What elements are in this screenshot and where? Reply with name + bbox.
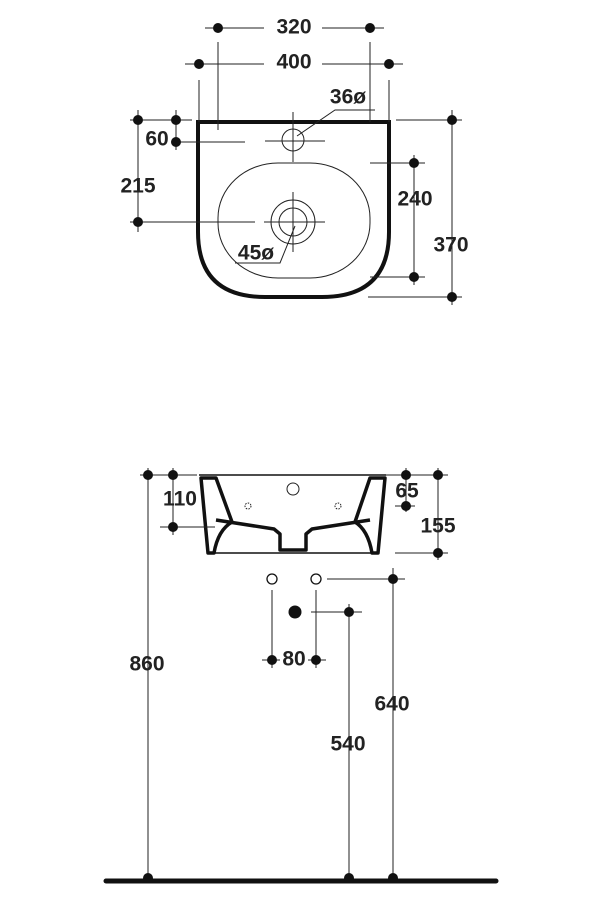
fixing-hole-right (334, 502, 342, 510)
basin-section-right (353, 476, 387, 555)
side-view: 110 65 155 860 80 640 540 (103, 468, 499, 884)
dim-400: 400 (276, 51, 311, 74)
dim-640: 640 (374, 693, 409, 716)
side-dim-lines (140, 468, 448, 880)
dim-110: 110 (163, 488, 197, 511)
tap-hole-side (286, 482, 300, 496)
dim-tap-hole: 36ø (330, 86, 366, 109)
dim-320: 320 (276, 16, 311, 39)
basin-section-left (199, 476, 234, 555)
dim-215: 215 (120, 175, 155, 198)
dim-65: 65 (395, 480, 419, 503)
side-dimension-dots (143, 470, 443, 883)
dim-60: 60 (145, 128, 168, 151)
top-view: 320 400 36ø 60 215 240 370 45ø (120, 16, 469, 305)
dim-drain: 45ø (238, 242, 274, 265)
supply-right (310, 573, 322, 585)
bowl-bottom (215, 518, 371, 552)
waste-outlet (288, 605, 302, 619)
dim-370: 370 (433, 234, 468, 257)
supply-left (266, 573, 278, 585)
dim-155: 155 (420, 515, 455, 538)
dim-540: 540 (330, 733, 365, 756)
dim-80: 80 (282, 648, 305, 671)
dimension-dots (133, 23, 457, 302)
dim-240: 240 (397, 188, 432, 211)
dim-860: 860 (129, 653, 164, 676)
fixing-hole-left (244, 502, 252, 510)
bowl-outline (217, 162, 371, 279)
